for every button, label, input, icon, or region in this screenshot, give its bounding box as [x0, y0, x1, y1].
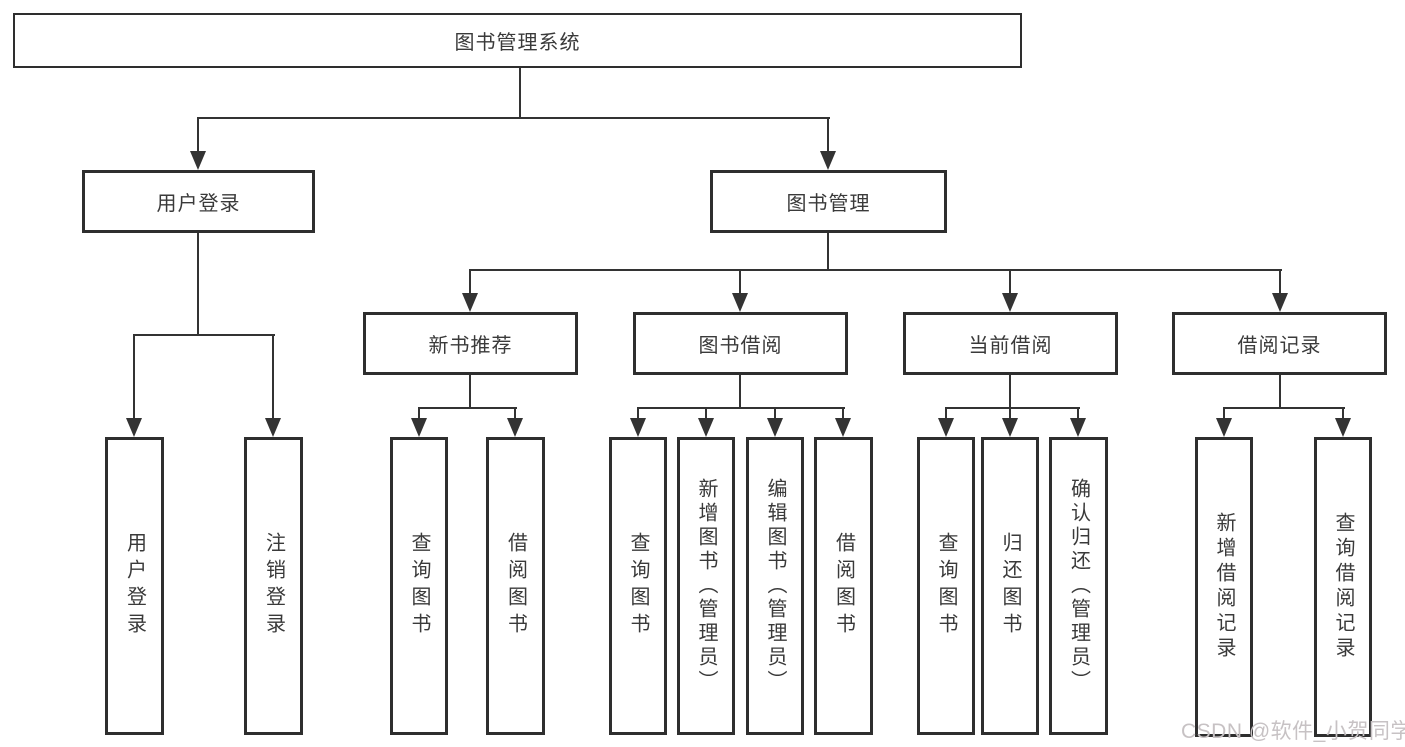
node-current-borrowing: 当前借阅	[903, 312, 1118, 375]
arrowhead-to-cb-return	[1002, 418, 1018, 437]
connector-cb-leaf2-stem	[1009, 407, 1011, 420]
node-book-management-label: 图书管理	[786, 193, 871, 215]
arrowhead-to-borrowing	[732, 293, 748, 312]
leaf-borrowing-edit-admin-label: 编辑图书（管理员）	[764, 478, 786, 694]
connector-bb-leaf3-stem	[774, 407, 776, 420]
arrowhead-to-leaf-login	[126, 418, 142, 437]
connector-level2-bar	[197, 117, 830, 119]
leaf-borrowing-query: 查询图书	[609, 437, 667, 735]
connector-borrowing-bar	[637, 407, 845, 409]
connector-current-bar	[945, 407, 1080, 409]
connector-root-stem	[519, 68, 521, 119]
node-borrowing-records: 借阅记录	[1172, 312, 1387, 375]
connector-userlogin-stem	[197, 117, 199, 153]
connector-newbooks-down	[469, 375, 471, 409]
connector-bb-leaf4-stem	[842, 407, 844, 420]
connector-newbooks-bar	[418, 407, 517, 409]
leaf-records-query-label: 查询借阅记录	[1332, 512, 1354, 662]
arrowhead-to-nb-borrow	[507, 418, 523, 437]
leaf-current-query: 查询图书	[917, 437, 975, 735]
arrowhead-to-current	[1002, 293, 1018, 312]
connector-bookmgmt-stem	[827, 117, 829, 153]
leaf-newbooks-borrow-label: 借阅图书	[504, 532, 527, 640]
leaf-newbooks-borrow: 借阅图书	[486, 437, 545, 735]
leaf-borrowing-query-label: 查询图书	[627, 532, 649, 640]
leaf-logout-label: 注销登录	[262, 532, 285, 640]
leaf-current-return-label: 归还图书	[999, 532, 1021, 640]
arrowhead-to-bb-edit	[767, 418, 783, 437]
leaf-records-add: 新增借阅记录	[1195, 437, 1253, 737]
node-book-management: 图书管理	[710, 170, 947, 233]
arrowhead-to-cb-query	[938, 418, 954, 437]
connector-borrowing-stem	[739, 269, 741, 295]
connector-rc-leaf1-stem	[1223, 407, 1225, 420]
node-book-borrowing: 图书借阅	[633, 312, 848, 375]
connector-current-down	[1009, 375, 1011, 409]
leaf-borrowing-add-admin: 新增图书（管理员）	[677, 437, 735, 735]
node-new-book-recommend-label: 新书推荐	[428, 335, 513, 357]
arrowhead-to-bb-add	[698, 418, 714, 437]
node-user-login-label: 用户登录	[156, 193, 241, 215]
node-current-borrowing-label: 当前借阅	[968, 335, 1053, 357]
leaf-records-query: 查询借阅记录	[1314, 437, 1372, 737]
node-user-login: 用户登录	[82, 170, 315, 233]
node-new-book-recommend: 新书推荐	[363, 312, 578, 375]
connector-cb-leaf1-stem	[945, 407, 947, 420]
arrowhead-to-user-login	[190, 151, 206, 170]
leaf-user-login-label: 用户登录	[123, 532, 146, 640]
leaf-borrowing-edit-admin: 编辑图书（管理员）	[746, 437, 804, 735]
node-root-label: 图书管理系统	[454, 32, 581, 54]
connector-borrowing-down	[739, 375, 741, 409]
leaf-records-add-label: 新增借阅记录	[1213, 512, 1235, 662]
leaf-current-query-label: 查询图书	[935, 532, 957, 640]
connector-rc-leaf2-stem	[1342, 407, 1344, 420]
connector-nb-leaf2-stem	[514, 407, 516, 420]
leaf-current-return: 归还图书	[981, 437, 1039, 735]
connector-bb-leaf2-stem	[705, 407, 707, 420]
csdn-watermark: CSDN @软件_小贺同学	[1181, 720, 1405, 743]
connector-records-bar	[1223, 407, 1345, 409]
connector-bb-leaf1-stem	[637, 407, 639, 420]
arrowhead-to-records	[1272, 293, 1288, 312]
connector-records-down	[1279, 375, 1281, 409]
leaf-logout: 注销登录	[244, 437, 303, 735]
arrowhead-to-cb-confirm	[1070, 418, 1086, 437]
leaf-newbooks-query-label: 查询图书	[408, 532, 430, 640]
leaf-borrowing-add-admin-label: 新增图书（管理员）	[695, 478, 717, 694]
connector-level3-bar	[469, 269, 1282, 271]
connector-bookmgmt-down	[827, 233, 829, 271]
node-book-borrowing-label: 图书借阅	[698, 335, 783, 357]
connector-newbooks-stem	[469, 269, 471, 295]
arrowhead-to-bb-borrow	[835, 418, 851, 437]
connector-leaf-logout-stem	[272, 334, 274, 420]
leaf-borrowing-borrow-label: 借阅图书	[832, 532, 855, 640]
arrowhead-to-book-management	[820, 151, 836, 170]
connector-current-stem	[1009, 269, 1011, 295]
connector-records-stem	[1279, 269, 1281, 295]
leaf-current-confirm-admin: 确认归还（管理员）	[1049, 437, 1108, 735]
arrowhead-to-rc-query	[1335, 418, 1351, 437]
connector-userlogin-down	[197, 233, 199, 336]
node-borrowing-records-label: 借阅记录	[1237, 335, 1322, 357]
leaf-borrowing-borrow: 借阅图书	[814, 437, 873, 735]
arrowhead-to-rc-add	[1216, 418, 1232, 437]
leaf-user-login: 用户登录	[105, 437, 164, 735]
leaf-newbooks-query: 查询图书	[390, 437, 448, 735]
node-root: 图书管理系统	[13, 13, 1022, 68]
connector-leaf-login-stem	[133, 334, 135, 420]
leaf-current-confirm-admin-label: 确认归还（管理员）	[1067, 478, 1090, 694]
arrowhead-to-leaf-logout	[265, 418, 281, 437]
connector-nb-leaf1-stem	[418, 407, 420, 420]
connector-userlogin-bar	[133, 334, 275, 336]
arrowhead-to-bb-query	[630, 418, 646, 437]
connector-cb-leaf3-stem	[1077, 407, 1079, 420]
arrowhead-to-nb-query	[411, 418, 427, 437]
arrowhead-to-new-books	[462, 293, 478, 312]
